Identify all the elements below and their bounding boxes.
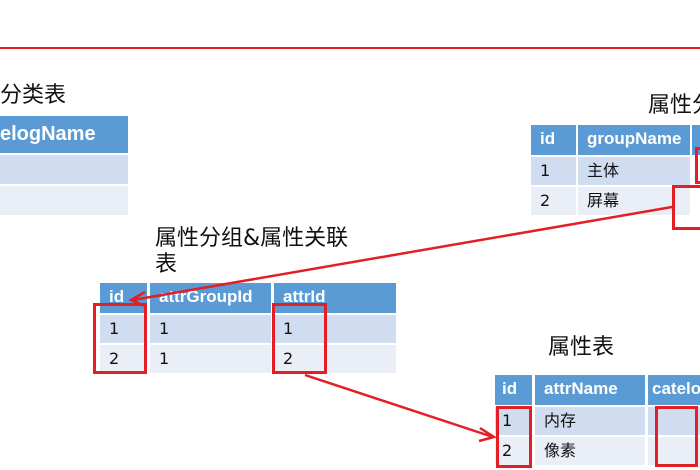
attr-header-catelogid: catelo: [648, 375, 700, 405]
relation-cell: 2: [100, 345, 147, 373]
attr-cell: 像素: [535, 437, 645, 465]
highlight-box: [93, 303, 147, 374]
category-table-title: 分类表: [0, 83, 67, 108]
group-cell-id: 1: [531, 157, 576, 185]
highlight-box: [272, 303, 327, 374]
attr-cell: 内存: [535, 407, 645, 435]
group-cell-name: 屏幕: [578, 187, 690, 215]
group-header-col3: [692, 125, 700, 155]
attr-cell: 2: [495, 437, 532, 465]
attr-header-id: id: [495, 375, 532, 405]
group-cell-id: 2: [531, 187, 576, 215]
relation-cell: 1: [150, 315, 271, 343]
top-divider-line: [0, 47, 700, 49]
attr-table-title: 属性表: [548, 335, 615, 360]
highlight-box: [496, 406, 532, 468]
group-table-title: 属性分: [648, 93, 700, 118]
arrow-group-to-relation: [128, 205, 673, 308]
relation-cell: 1: [150, 345, 271, 373]
relation-table-title-line2: 表: [155, 252, 178, 277]
relation-cell: 1: [100, 315, 147, 343]
group-header-id: id: [531, 125, 576, 155]
category-row-1: [0, 155, 128, 184]
attr-header-attrname: attrName: [535, 375, 645, 405]
highlight-box: [672, 185, 700, 230]
attr-cell: 1: [495, 407, 532, 435]
relation-cell: 2: [274, 345, 396, 373]
category-row-2: [0, 186, 128, 215]
highlight-box: [655, 406, 698, 467]
group-cell-name: 主体: [578, 157, 690, 185]
relation-cell: 1: [274, 315, 396, 343]
relation-header-attrid: attrId: [274, 283, 396, 313]
arrow-relation-to-attr: [304, 373, 498, 443]
group-header-groupname: groupName: [578, 125, 690, 155]
relation-table-title-line1: 属性分组&属性关联: [155, 226, 349, 251]
category-header-catelogname: elogName: [0, 116, 128, 153]
highlight-box: [695, 147, 700, 184]
